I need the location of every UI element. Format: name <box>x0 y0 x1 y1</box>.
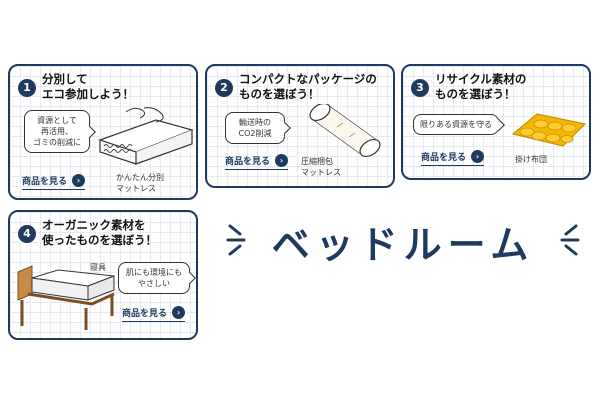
sparkle-right-icon <box>560 224 580 256</box>
view-product-button[interactable]: 商品を見る › <box>225 154 289 170</box>
card-title: オーガニック素材を 使ったものを選ぼう！ <box>42 218 157 247</box>
view-product-button[interactable]: 商品を見る › <box>421 150 485 166</box>
bed-icon <box>17 265 115 330</box>
chevron-right-icon: › <box>172 306 186 319</box>
eco-card-1: 1 分別して エコ参加しよう！ 資源として 再活用、 ゴミの削減に 商品を見る … <box>8 64 198 200</box>
comforter-icon <box>511 113 587 147</box>
product-caption: 掛け布団 <box>515 155 547 164</box>
view-product-button[interactable]: 商品を見る › <box>22 174 86 190</box>
brand-title: ベッドルーム <box>271 222 535 267</box>
speech-bubble: 輸送時の CO2削減 <box>225 112 285 144</box>
product-caption: 寝具 <box>90 263 106 272</box>
product-caption: かんたん分別 マットレス <box>116 173 164 193</box>
chevron-right-icon: › <box>275 154 289 167</box>
speech-bubble: 肌にも環境にも やさしい <box>118 262 190 294</box>
card-number-badge: 2 <box>215 79 233 97</box>
card-title: コンパクトなパッケージの ものを選ぼう！ <box>239 72 377 101</box>
eco-card-4: 4 オーガニック素材を 使ったものを選ぼう！ 寝具 肌にも環境にも やさしい 商… <box>8 210 198 340</box>
speech-bubble: 限りある資源を守る <box>413 114 499 135</box>
eco-card-3: 3 リサイクル素材の ものを選ぼう！ 限りある資源を守る 商品を見る › 掛け布… <box>401 64 591 180</box>
card-number-badge: 4 <box>18 225 36 243</box>
card-title: リサイクル素材の ものを選ぼう！ <box>435 72 527 101</box>
view-product-button[interactable]: 商品を見る › <box>122 306 186 322</box>
eco-card-2: 2 コンパクトなパッケージの ものを選ぼう！ 輸送時の CO2削減 商品を見る … <box>205 64 395 188</box>
product-caption: 圧縮梱包 マットレス <box>301 157 341 177</box>
speech-bubble: 資源として 再活用、 ゴミの削減に <box>24 110 90 153</box>
card-number-badge: 3 <box>411 79 429 97</box>
brand-title-block: ベッドルーム <box>226 206 580 276</box>
chevron-right-icon: › <box>72 174 86 187</box>
card-number-badge: 1 <box>18 79 36 97</box>
sparkle-left-icon <box>226 224 246 256</box>
card-title: 分別して エコ参加しよう！ <box>42 72 134 101</box>
spring-mattress-icon <box>98 107 194 165</box>
rolled-mattress-icon <box>309 104 381 158</box>
chevron-right-icon: › <box>471 150 485 163</box>
